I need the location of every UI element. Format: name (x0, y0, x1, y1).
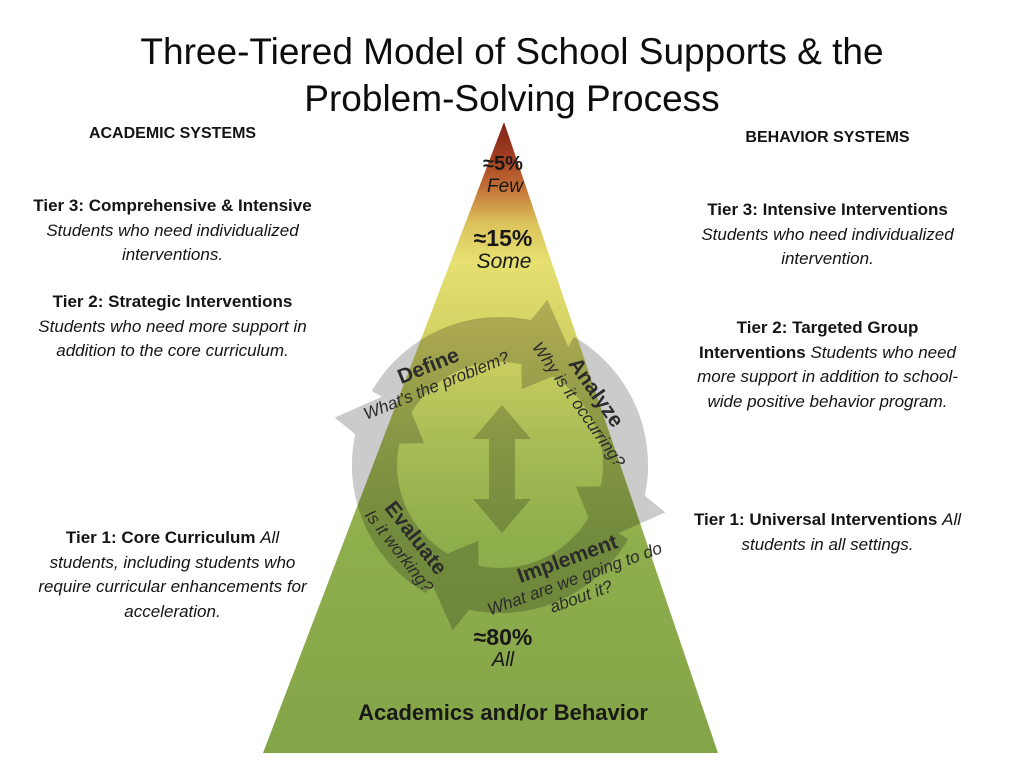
pyramid-base-label: Academics and/or Behavior (358, 700, 648, 725)
vertical-double-arrow-icon (473, 405, 531, 533)
behavior-tier1-desc: All students in all settings. (741, 510, 962, 554)
academic-tier2-label: Tier 2: Strategic Interventions (52, 292, 293, 311)
tier2-scope-label: Some (476, 250, 532, 273)
academic-tier3-text: Tier 3: Comprehensive & Intensive Studen… (30, 194, 315, 268)
behavior-tier2-label: Tier 2: Targeted Group Interventions (698, 318, 919, 362)
behavior-tier2-text: Tier 2: Targeted Group Interventions Stu… (685, 316, 970, 414)
academic-tier1-label: Tier 1: Core Curriculum (65, 528, 256, 547)
behavior-tier1-text: Tier 1: Universal Interventions All stud… (685, 508, 970, 557)
academic-tier1-desc: All students, including students who req… (38, 528, 307, 621)
tier1-percent-label: ≈80% (473, 624, 533, 650)
academic-tier3-label: Tier 3: Comprehensive & Intensive (33, 196, 312, 215)
academic-systems-header: ACADEMIC SYSTEMS (88, 125, 257, 142)
academic-systems-column: ACADEMIC SYSTEMS Tier 3: Comprehensive &… (30, 120, 315, 680)
tier3-percent-label: ≈5% (483, 153, 523, 175)
behavior-tier3-label: Tier 3: Intensive Interventions (707, 200, 948, 219)
tier2-percent-label: ≈15% (473, 225, 533, 251)
academic-tier3-desc: Students who need individualized interve… (46, 220, 299, 265)
tier1-scope-label: All (491, 649, 515, 671)
behavior-systems-header: BEHAVIOR SYSTEMS (745, 129, 910, 146)
behavior-tier2-desc: Students who need more support in additi… (697, 342, 958, 411)
academic-tier2-desc: Students who need more support in additi… (38, 316, 307, 361)
tier3-scope-label: Few (487, 176, 523, 197)
behavior-tier3-text: Tier 3: Intensive Interventions Students… (685, 198, 970, 272)
page-title-line1: Three-Tiered Model of School Supports & … (140, 31, 884, 72)
behavior-tier3-desc: Students who need individualized interve… (701, 224, 954, 269)
behavior-tier1-label: Tier 1: Universal Interventions (693, 510, 938, 529)
page-title-line2: Problem-Solving Process (304, 78, 720, 119)
academic-tier2-text: Tier 2: Strategic Interventions Students… (30, 290, 315, 364)
academic-tier1-text: Tier 1: Core Curriculum All students, in… (30, 526, 315, 624)
problem-solving-cycle-arrows (334, 299, 666, 631)
page-title: Three-Tiered Model of School Supports & … (0, 28, 1024, 122)
behavior-systems-column: BEHAVIOR SYSTEMS Tier 3: Intensive Inter… (685, 120, 970, 680)
